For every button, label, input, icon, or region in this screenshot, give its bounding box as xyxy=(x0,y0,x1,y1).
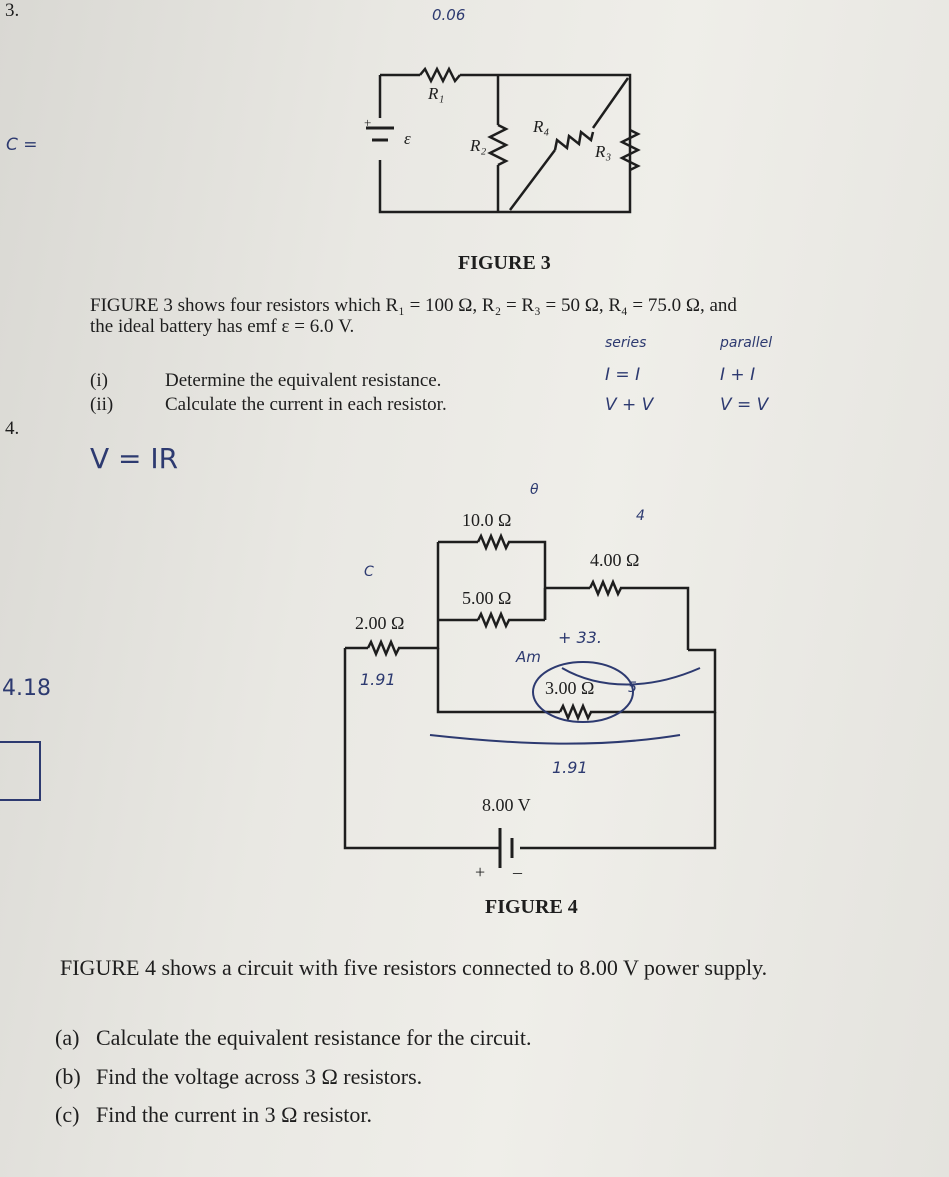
handwritten-i-plus: I + I xyxy=(720,365,756,385)
q4-item-c-label: (c) xyxy=(55,1102,80,1127)
handwritten-circle-4: 4 xyxy=(636,508,645,524)
fig4-label-5-ohm: 5.00 Ω xyxy=(462,588,512,608)
fig4-label-10-ohm: 10.0 Ω xyxy=(462,510,512,530)
handwritten-4-18: 4.18 xyxy=(2,676,51,701)
handwritten-circle-theta: θ xyxy=(530,482,539,498)
handwritten-1-91-left: 1.91 xyxy=(360,670,396,689)
question-4-number: 4. xyxy=(5,418,20,439)
handwritten-v-eq: V = V xyxy=(720,395,769,415)
fig4-battery-minus: – xyxy=(513,862,522,882)
fig4-battery-plus: + xyxy=(475,862,486,882)
handwritten-marks xyxy=(0,661,701,801)
q3-item-i-label: (i) xyxy=(90,370,108,391)
handwritten-c-note: C = xyxy=(6,135,38,155)
figure-4-caption: FIGURE 4 xyxy=(485,896,578,918)
handwritten-vir: V = IR xyxy=(90,442,179,475)
question-4-description: FIGURE 4 shows a circuit with five resis… xyxy=(60,955,768,980)
handwritten-circle-c: C xyxy=(364,564,374,580)
q3-item-i-text: Determine the equivalent resistance. xyxy=(165,370,442,391)
fig3-label-r2: R₂ xyxy=(470,136,487,155)
question-3-line-1: FIGURE 3 shows four resistors which R₁ =… xyxy=(90,295,737,316)
handwritten-parallel: parallel xyxy=(720,335,773,351)
q3-item-ii-label: (ii) xyxy=(90,394,114,415)
q4-item-a-label: (a) xyxy=(55,1025,80,1050)
q4-item-a-text: Calculate the equivalent resistance for … xyxy=(96,1025,532,1050)
question-3-number: 3. xyxy=(5,0,20,21)
fig3-plus-sign: + xyxy=(364,115,372,130)
q4-item-b-label: (b) xyxy=(55,1064,81,1089)
fig4-label-2-ohm: 2.00 Ω xyxy=(355,613,405,633)
q4-item-b-text: Find the voltage across 3 Ω resistors. xyxy=(96,1064,423,1089)
fig4-label-3-ohm: 3.00 Ω xyxy=(545,678,595,698)
q3-item-ii-text: Calculate the current in each resistor. xyxy=(165,394,447,415)
fig4-label-voltage: 8.00 V xyxy=(482,795,531,815)
handwritten-v-plus: V + V xyxy=(605,395,654,415)
handwritten-sum: + 33. xyxy=(558,628,602,647)
handwritten-am: Am xyxy=(516,648,541,666)
fig3-label-emf: ε xyxy=(404,129,411,148)
handwritten-series: series xyxy=(605,335,647,351)
handwritten-circle-5: 5 xyxy=(628,680,637,696)
handwritten-1-91-bottom: 1.91 xyxy=(552,758,588,777)
figure-3-circuit xyxy=(366,66,641,214)
q4-item-c-text: Find the current in 3 Ω resistor. xyxy=(96,1102,373,1127)
question-3-line-2: the ideal battery has emf ε = 6.0 V. xyxy=(90,316,355,337)
handwritten-top-value: 0.06 xyxy=(432,6,466,24)
fig3-label-r1: R₁ xyxy=(428,84,445,103)
figure-4-circuit xyxy=(343,532,717,868)
fig4-label-4-ohm: 4.00 Ω xyxy=(590,550,640,570)
handwritten-i-eq: I = I xyxy=(605,365,641,385)
fig3-label-r4: R₄ xyxy=(533,117,550,136)
figure-3-caption: FIGURE 3 xyxy=(458,252,551,274)
fig3-label-r3: R₃ xyxy=(595,142,612,161)
